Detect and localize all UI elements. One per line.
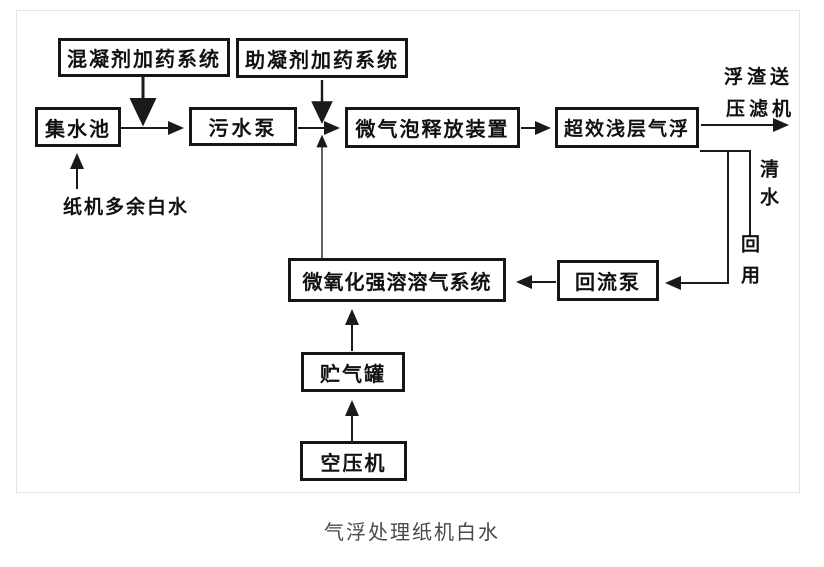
- node-coagulant-aid-dosing: 助凝剂加药系统: [236, 38, 408, 78]
- node-microbubble-release: 微气泡释放装置: [345, 107, 520, 148]
- node-sewage-pump: 污水泵: [189, 107, 297, 146]
- figure-caption: 气浮处理纸机白水: [324, 522, 500, 544]
- node-collection-tank: 集水池: [35, 107, 121, 147]
- label-clear-water: 清水: [757, 159, 778, 215]
- label-scum-line1: 浮渣送: [724, 67, 794, 88]
- node-dissolved-air-system: 微氧化强溶溶气系统: [288, 258, 506, 302]
- node-gas-storage-tank: 贮气罐: [301, 352, 405, 392]
- diagram-border: [16, 10, 800, 493]
- label-inlet-white-water: 纸机多余白水: [63, 197, 190, 218]
- node-return-pump: 回流泵: [557, 260, 659, 301]
- label-reuse: 回用: [738, 234, 759, 296]
- node-coagulant-dosing: 混凝剂加药系统: [58, 38, 230, 77]
- node-air-compressor: 空压机: [300, 441, 407, 481]
- node-shallow-flotation: 超效浅层气浮: [555, 107, 699, 148]
- label-scum-line2: 压滤机: [726, 99, 796, 120]
